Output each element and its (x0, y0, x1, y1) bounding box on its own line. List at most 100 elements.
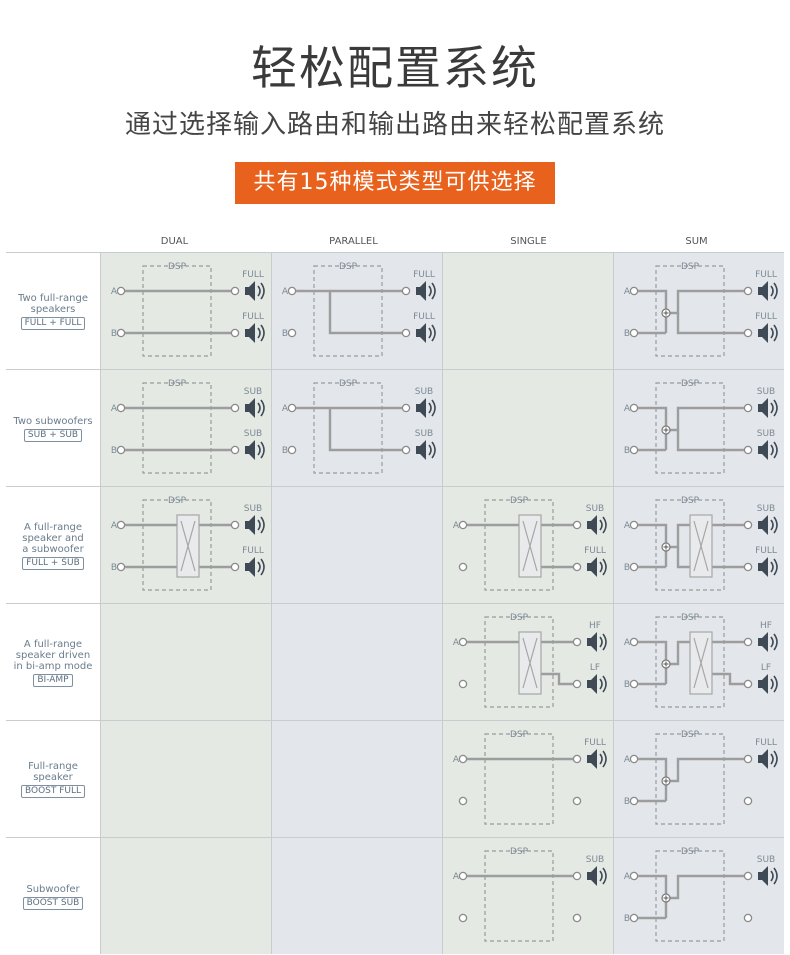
page-title: 轻松配置系统 (251, 41, 539, 95)
speaker-body (245, 404, 249, 412)
crossover-filter-icon (689, 631, 713, 695)
crossover-line (522, 637, 538, 689)
output-jack (743, 286, 753, 296)
dsp-label: DSP (510, 613, 529, 623)
input-b-label: B (282, 446, 288, 456)
input-a-label: A (624, 872, 631, 882)
sound-wave (602, 675, 607, 693)
speaker-icon (758, 749, 778, 769)
routing-cell-parallel (271, 603, 442, 720)
speaker-icon (758, 674, 778, 694)
sound-wave (773, 399, 778, 417)
speaker-icon (758, 281, 778, 301)
input-a-jack (629, 754, 639, 764)
output-label: SUB (757, 387, 775, 397)
dsp-box (655, 265, 725, 357)
speaker-icon (587, 749, 607, 769)
sound-wave (602, 867, 607, 885)
output-label: FULL (413, 312, 435, 322)
speaker-cone (591, 515, 597, 535)
speaker-icon (245, 398, 265, 418)
input-b-label: B (624, 914, 630, 924)
speaker-body (416, 446, 420, 454)
crossover-line (180, 520, 196, 572)
signal-line (676, 430, 744, 452)
output-label: FULL (584, 738, 606, 748)
sound-wave (257, 519, 261, 531)
speaker-body (758, 446, 762, 454)
dsp-label: DSP (168, 379, 187, 389)
speaker-icon (758, 323, 778, 343)
input-a-label: A (624, 521, 631, 531)
speaker-cone (420, 398, 426, 418)
input-b-label: B (624, 329, 630, 339)
speaker-icon (587, 557, 607, 577)
input-a-label: A (453, 638, 460, 648)
input-a-jack (458, 754, 468, 764)
routing-cell-dual (100, 603, 271, 720)
speaker-body (245, 446, 249, 454)
speaker-cone (591, 866, 597, 886)
speaker-icon (758, 440, 778, 460)
output-label: SUB (757, 429, 775, 439)
routing-cell-parallel (271, 486, 442, 603)
speaker-icon (245, 440, 265, 460)
speaker-cone (762, 557, 768, 577)
signal-line (638, 640, 668, 684)
output-label: SUB (586, 855, 604, 865)
routing-cell-dual (100, 837, 271, 954)
speaker-body (587, 521, 591, 529)
speaker-icon (758, 632, 778, 652)
row-label-text: A full-range speaker and a subwoofer (22, 521, 84, 555)
signal-line (638, 289, 668, 333)
output-jack (230, 403, 240, 413)
sound-wave (599, 636, 603, 648)
sound-wave (773, 516, 778, 534)
sound-wave (602, 633, 607, 651)
sound-wave (428, 285, 432, 297)
input-b-label: B (111, 329, 117, 339)
speaker-icon (758, 866, 778, 886)
dsp-label: DSP (681, 262, 700, 272)
output-jack (743, 445, 753, 455)
input-a-jack (458, 637, 468, 647)
speaker-cone (762, 281, 768, 301)
speaker-body (758, 563, 762, 571)
column-header-parallel: PARALLEL (329, 236, 378, 247)
speaker-icon (587, 515, 607, 535)
crossover-filter-icon (689, 514, 713, 578)
row-label-text: Full-range speaker (28, 761, 78, 783)
input-a-label: A (453, 521, 460, 531)
input-a-jack (458, 520, 468, 530)
speaker-cone (249, 440, 255, 460)
output-jack (230, 445, 240, 455)
sound-wave (773, 867, 778, 885)
input-b-jack (629, 562, 639, 572)
dsp-box (142, 499, 212, 591)
output-jack (743, 562, 753, 572)
speaker-icon (758, 515, 778, 535)
sound-wave (773, 558, 778, 576)
input-a-jack (287, 286, 297, 296)
speaker-cone (591, 749, 597, 769)
input-b-jack (287, 328, 297, 338)
output-jack (743, 796, 753, 806)
input-a-label: A (624, 404, 631, 414)
dsp-box (655, 499, 725, 591)
routing-diagram (443, 253, 614, 370)
output-jack (230, 286, 240, 296)
sound-wave (773, 324, 778, 342)
